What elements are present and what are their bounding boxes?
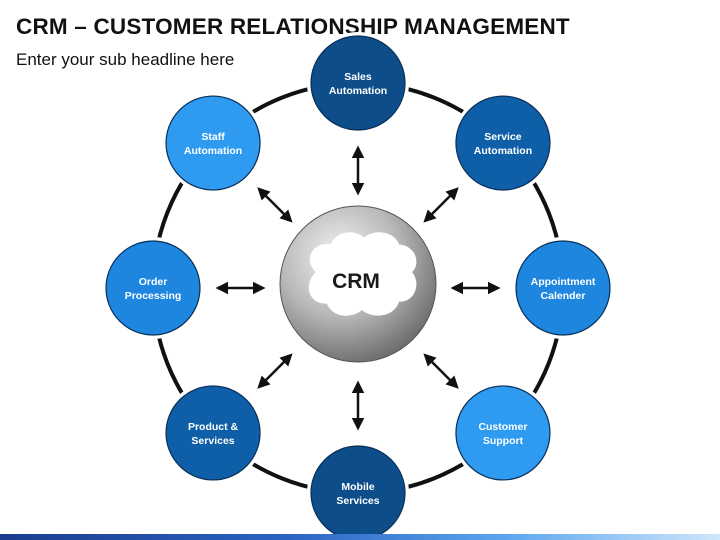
node-label-line: Support xyxy=(483,435,524,447)
node-circle xyxy=(515,240,611,336)
node-label-line: Order xyxy=(139,276,168,288)
node-label-line: Automation xyxy=(474,145,532,157)
node-label-line: Processing xyxy=(125,290,182,302)
node-label-line: Services xyxy=(336,495,379,507)
node-label-line: Staff xyxy=(201,131,225,143)
page-title: CRM – CUSTOMER RELATIONSHIP MANAGEMENT xyxy=(16,14,570,39)
node-circle xyxy=(165,95,261,191)
node-label-line: Automation xyxy=(184,145,242,157)
node-label: Product & Services xyxy=(188,421,239,447)
node-label-line: Mobile xyxy=(341,481,374,493)
node-label-line: Calender xyxy=(541,290,586,302)
arrow-customer-support xyxy=(423,353,459,389)
arrow-staff-automation xyxy=(257,187,293,223)
node-circle xyxy=(105,240,201,336)
center-label: CRM xyxy=(332,270,380,293)
cloud-icon xyxy=(308,232,417,316)
crm-center-sphere: CRM xyxy=(279,205,437,363)
node-circle xyxy=(310,35,406,131)
node-label-line: Service xyxy=(484,131,522,143)
node-label-line: Services xyxy=(191,435,234,447)
node-label-line: Customer xyxy=(478,421,527,433)
node-circle xyxy=(310,445,406,540)
node-label-line: Product & xyxy=(188,421,239,433)
node-circle xyxy=(455,95,551,191)
node-circle xyxy=(455,385,551,481)
node-label-line: Automation xyxy=(329,85,387,97)
node-label-line: Appointment xyxy=(531,276,596,288)
node-circle xyxy=(165,385,261,481)
arrow-service-automation xyxy=(423,187,459,223)
bottom-accent-bar xyxy=(0,534,720,540)
node-product-services: Product & Services xyxy=(162,381,265,484)
node-label-line: Sales xyxy=(344,71,372,83)
page-subtitle: Enter your sub headline here xyxy=(16,50,235,69)
arrow-product-services xyxy=(257,353,293,389)
connector-arrows xyxy=(215,145,501,431)
